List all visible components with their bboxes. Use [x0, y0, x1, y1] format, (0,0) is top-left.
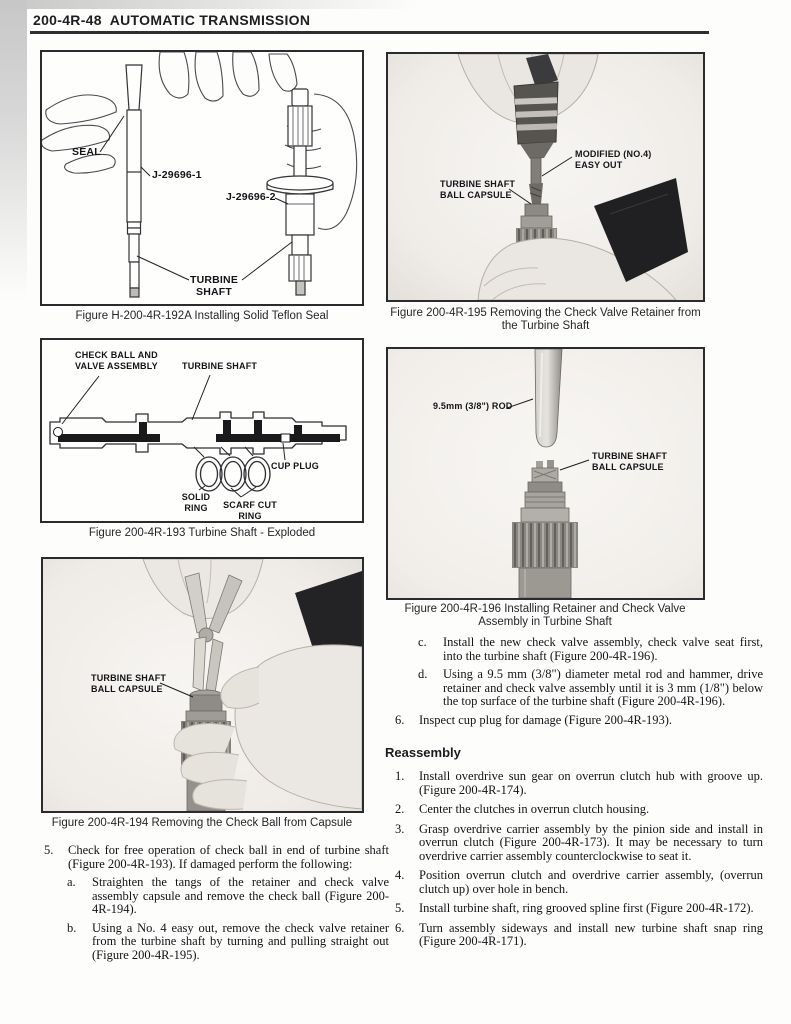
- figure-196: 9.5mm (3/8") ROD TURBINE SHAFT BALL CAPS…: [386, 347, 705, 600]
- step-item: 2. Center the clutches in overrun clutch…: [395, 802, 763, 817]
- holding-hand: [173, 644, 362, 810]
- substep-item: a. Straighten the tangs of the retainer …: [67, 875, 389, 917]
- seal-sizer-tool: [266, 88, 334, 296]
- step-number: 6.: [395, 920, 405, 935]
- substep-letter: c.: [418, 635, 427, 649]
- page-header: 200-4R-48 AUTOMATIC TRANSMISSION: [33, 12, 311, 28]
- figure-195: MODIFIED (NO.4) EASY OUT TURBINE SHAFT B…: [386, 52, 705, 302]
- step-number: 3.: [395, 821, 405, 836]
- step-text: Inspect cup plug for damage (Figure 200-…: [419, 712, 673, 727]
- seal-installer-tool: [125, 64, 143, 298]
- step-number: 4.: [395, 868, 405, 882]
- upper-hand: [142, 559, 264, 619]
- label-seal: SEAL: [72, 146, 101, 158]
- label-ball-capsule: TURBINE SHAFT BALL CAPSULE: [592, 451, 668, 472]
- cup-plug: [280, 433, 291, 443]
- caption-193: Figure 200-4R-193 Turbine Shaft - Explod…: [88, 527, 316, 539]
- step-number: 6.: [395, 712, 405, 727]
- step-text: Position overrun clutch and overdrive ca…: [419, 868, 763, 896]
- step-item: 5. Install turbine shaft, ring grooved s…: [395, 901, 763, 916]
- label-cup-plug: CUP PLUG: [271, 461, 319, 471]
- easy-out-tool: [513, 54, 559, 204]
- label-turbine-shaft: TURBINE SHAFT: [182, 361, 258, 371]
- ball-capsule-and-shaft: [512, 460, 578, 598]
- fig-195-photo: [388, 54, 703, 300]
- substep-text: Straighten the tangs of the retainer and…: [92, 875, 389, 916]
- step-item: 5. Check for free operation of check bal…: [44, 843, 389, 871]
- substep-letter: a.: [67, 875, 76, 889]
- caption-192a: Figure H-200-4R-192A Installing Solid Te…: [75, 310, 329, 322]
- substep-item: c. Install the new check valve assembly,…: [418, 635, 763, 663]
- step-number: 5.: [395, 901, 405, 915]
- substep-text: Using a 9.5 mm (3/8") diameter metal rod…: [443, 667, 763, 708]
- step-text: Grasp overdrive carrier assembly by the …: [419, 821, 763, 863]
- step-text: Install turbine shaft, ring grooved spli…: [419, 901, 754, 915]
- leader-lines: [508, 156, 573, 205]
- step-text: Check for free operation of check ball i…: [68, 843, 389, 871]
- label-solid-ring: SOLID RING: [181, 492, 211, 513]
- hands-line-art: [42, 52, 298, 174]
- right-substeps: c. Install the new check valve assembly,…: [395, 635, 763, 732]
- step-text: Install overdrive sun gear on overrun cl…: [419, 769, 763, 797]
- lower-hand: [477, 237, 677, 300]
- scan-edge-left: [0, 0, 27, 300]
- pliers: [184, 572, 243, 694]
- left-steps: 5. Check for free operation of check bal…: [44, 843, 389, 967]
- reassembly-heading: Reassembly: [385, 745, 461, 760]
- leader-lines: [159, 682, 194, 698]
- scan-edge-top: [0, 0, 420, 9]
- step-item: 6. Turn assembly sideways and install ne…: [395, 920, 763, 949]
- label-j29696-2: J-29696-2: [226, 191, 276, 203]
- shaft-outline: [49, 411, 347, 455]
- dark-cloth: [594, 178, 688, 282]
- step-number: 1.: [395, 769, 405, 783]
- header-rule: [30, 31, 709, 34]
- label-easy-out: MODIFIED (NO.4) EASY OUT: [575, 149, 652, 170]
- fig-194-photo: [43, 559, 362, 811]
- label-ball-capsule: TURBINE SHAFT BALL CAPSULE: [91, 673, 167, 694]
- oil-passages: [58, 420, 340, 442]
- substep-text: Using a No. 4 easy out, remove the check…: [92, 920, 389, 962]
- substep-letter: d.: [418, 667, 428, 681]
- caption-196: Figure 200-4R-196 Installing Retainer an…: [404, 603, 686, 628]
- figure-192a: SEAL J-29696-1 J-29696-2 TURBINE SHAFT: [40, 50, 364, 306]
- caption-194: Figure 200-4R-194 Removing the Check Bal…: [51, 817, 353, 829]
- substep-item: d. Using a 9.5 mm (3/8") diameter metal …: [418, 667, 763, 709]
- leader-lines: [61, 374, 286, 498]
- substep-letter: b.: [67, 920, 77, 935]
- substep-item: b. Using a No. 4 easy out, remove the ch…: [67, 920, 389, 963]
- step-number: 5.: [44, 843, 54, 857]
- step-text: Turn assembly sideways and install new t…: [419, 920, 763, 948]
- fig-196-photo: [388, 349, 703, 598]
- step-item: 4. Position overrun clutch and overdrive…: [395, 868, 763, 896]
- caption-195: Figure 200-4R-195 Removing the Check Val…: [390, 307, 701, 332]
- step-item: 3. Grasp overdrive carrier assembly by t…: [395, 821, 763, 864]
- step-number: 2.: [395, 802, 405, 816]
- step-item: 1. Install overdrive sun gear on overrun…: [395, 769, 763, 797]
- label-check-ball: CHECK BALL AND VALVE ASSEMBLY: [75, 350, 158, 371]
- substep-text: Install the new check valve assembly, ch…: [443, 635, 763, 663]
- leader-lines: [506, 398, 590, 471]
- label-turbine-shaft: TURBINE SHAFT: [189, 274, 239, 298]
- check-ball: [53, 427, 63, 437]
- label-j29696-1: J-29696-1: [152, 169, 202, 181]
- reassembly-steps: 1. Install overdrive sun gear on overrun…: [395, 769, 763, 954]
- figure-194: TURBINE SHAFT BALL CAPSULE: [41, 557, 364, 813]
- label-scarf-cut-ring: SCARF CUT RING: [223, 500, 277, 521]
- label-rod: 9.5mm (3/8") ROD: [433, 401, 513, 411]
- fig-192a-illustration: [42, 52, 358, 298]
- leader-lines: [99, 115, 293, 281]
- label-ball-capsule: TURBINE SHAFT BALL CAPSULE: [440, 179, 516, 200]
- fig-193-illustration: [49, 374, 347, 498]
- figure-193: CHECK BALL AND VALVE ASSEMBLY TURBINE SH…: [40, 338, 364, 523]
- step-text: Center the clutches in overrun clutch ho…: [419, 802, 650, 816]
- metal-rod: [534, 349, 563, 448]
- step-item: 6. Inspect cup plug for damage (Figure 2…: [395, 712, 763, 728]
- seal-rings: [195, 456, 271, 492]
